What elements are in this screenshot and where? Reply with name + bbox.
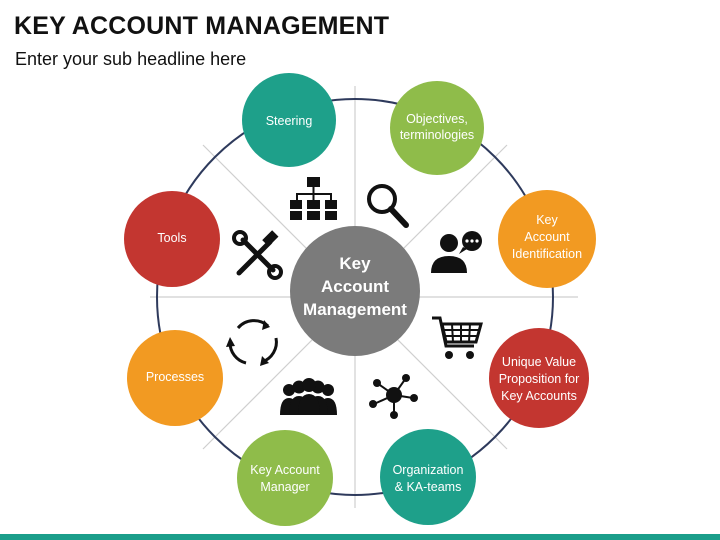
node-objectives: Objectives, terminologies bbox=[390, 81, 484, 175]
node-key-account-identification: Key Account Identification bbox=[498, 190, 596, 288]
node-organization-label-2: & KA-teams bbox=[395, 480, 462, 494]
node-objectives-label-2: terminologies bbox=[400, 128, 474, 142]
node-tools: Tools bbox=[124, 191, 220, 287]
node-kai-label-2: Account bbox=[524, 230, 570, 244]
user-chat-icon bbox=[431, 231, 482, 273]
node-steering-label: Steering bbox=[266, 114, 313, 128]
team-icon bbox=[280, 378, 337, 415]
node-kai-label-1: Key bbox=[536, 213, 558, 227]
node-kam-label-1: Key Account bbox=[250, 463, 320, 477]
footer-accent-bar bbox=[0, 534, 720, 540]
node-steering: Steering bbox=[242, 73, 336, 167]
cycle-arrows-icon bbox=[226, 319, 278, 366]
node-unique-value-proposition: Unique Value Proposition for Key Account… bbox=[489, 328, 589, 428]
node-organization: Organization & KA-teams bbox=[380, 429, 476, 525]
node-objectives-label-1: Objectives, bbox=[406, 112, 468, 126]
node-uvp-label-3: Key Accounts bbox=[501, 389, 577, 403]
shopping-cart-icon bbox=[432, 316, 483, 359]
center-label-line-2: Account bbox=[321, 277, 389, 296]
node-processes-label: Processes bbox=[146, 370, 204, 384]
outer-ring bbox=[156, 98, 554, 496]
node-key-account-manager: Key Account Manager bbox=[237, 430, 333, 526]
org-chart-icon bbox=[290, 177, 337, 220]
page-title: KEY ACCOUNT MANAGEMENT bbox=[14, 12, 390, 40]
tools-icon bbox=[232, 230, 283, 280]
node-processes: Processes bbox=[127, 330, 223, 426]
node-kai-label-3: Identification bbox=[512, 247, 582, 261]
node-kam-label-2: Manager bbox=[260, 480, 309, 494]
center-label-line-3: Management bbox=[303, 300, 407, 319]
page-subtitle: Enter your sub headline here bbox=[15, 49, 247, 69]
center-node: Key Account Management bbox=[290, 226, 420, 356]
center-label-line-1: Key bbox=[339, 254, 371, 273]
network-icon bbox=[369, 374, 418, 419]
magnifier-icon bbox=[367, 184, 409, 228]
node-uvp-label-2: Proposition for bbox=[499, 372, 580, 386]
node-uvp-label-1: Unique Value bbox=[502, 355, 576, 369]
node-organization-label-1: Organization bbox=[393, 463, 464, 477]
node-tools-label: Tools bbox=[157, 231, 186, 245]
